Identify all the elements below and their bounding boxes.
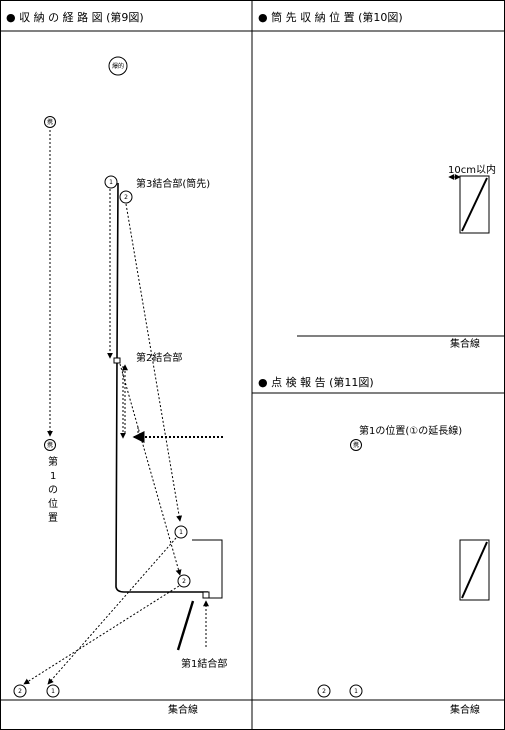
- marker-2-top: 2: [119, 190, 133, 204]
- svg-text:1: 1: [51, 688, 55, 695]
- position1-char-2: 1: [50, 471, 56, 482]
- nozzle-bottom: [461, 541, 488, 599]
- svg-text:爆的: 爆的: [112, 62, 124, 70]
- junction2-box: [113, 357, 121, 364]
- hoshi-mark-start: 携: [44, 116, 56, 128]
- svg-text:携: 携: [47, 118, 53, 126]
- right-top-collecting-label: 集合線: [450, 337, 480, 350]
- marker-2-bottom: 2: [13, 684, 27, 698]
- marker-2-right: 2: [317, 684, 331, 698]
- svg-text:2: 2: [124, 194, 128, 201]
- svg-text:1: 1: [109, 179, 113, 186]
- hoshi-mark-position1: 携: [44, 439, 56, 451]
- position1-char-3: の: [48, 485, 58, 496]
- right-bottom-collecting-label: 集合線: [450, 703, 480, 716]
- junction1-box: [202, 591, 210, 599]
- position1-char-4: 位: [48, 497, 58, 510]
- hose-tail: [176, 600, 195, 651]
- marker-2-mid: 2: [177, 574, 191, 588]
- right-top-panel-title: ● 筒 先 収 納 位 置 (第10図): [258, 10, 403, 24]
- marker-1-bottom: 1: [46, 684, 60, 698]
- svg-text:2: 2: [182, 578, 186, 585]
- position1-char-5: 置: [48, 512, 58, 524]
- junction3-label: 第3結合部(筒先): [136, 177, 210, 190]
- bakuteki-mark: 爆的: [108, 56, 128, 76]
- svg-text:2: 2: [18, 688, 22, 695]
- return-arrow-2: [23, 585, 180, 685]
- hose-bracket: [192, 539, 223, 599]
- hose-line: [115, 182, 208, 593]
- junction2-label: 第2結合部: [136, 351, 182, 364]
- svg-text:携: 携: [353, 441, 359, 449]
- marker-1-right: 1: [349, 684, 363, 698]
- svg-text:1: 1: [354, 688, 358, 695]
- hoshi-mark-right: 携: [350, 439, 362, 451]
- left-collecting-label: 集合線: [168, 703, 198, 716]
- svg-text:1: 1: [179, 529, 183, 536]
- return-arrow-1: [47, 537, 177, 685]
- svg-text:2: 2: [322, 688, 326, 695]
- position-label: 第1の位置(①の延長線): [359, 424, 462, 437]
- marker-1-mid: 1: [174, 525, 188, 539]
- move-arrow-2b: [119, 363, 182, 576]
- position1-char-1: 第: [48, 455, 58, 468]
- left-panel-title: ● 収 納 の 経 路 図 (第9図): [6, 10, 144, 24]
- marker-1-top: 1: [104, 175, 118, 189]
- move-arrow-2a: [125, 203, 183, 522]
- distance-label: 10cm以内: [448, 163, 496, 176]
- junction1-label: 第1結合部: [181, 657, 227, 670]
- nozzle-top: [461, 177, 488, 232]
- right-bottom-panel-title: ● 点 検 報 告 (第11図): [258, 375, 374, 389]
- svg-text:携: 携: [47, 441, 53, 449]
